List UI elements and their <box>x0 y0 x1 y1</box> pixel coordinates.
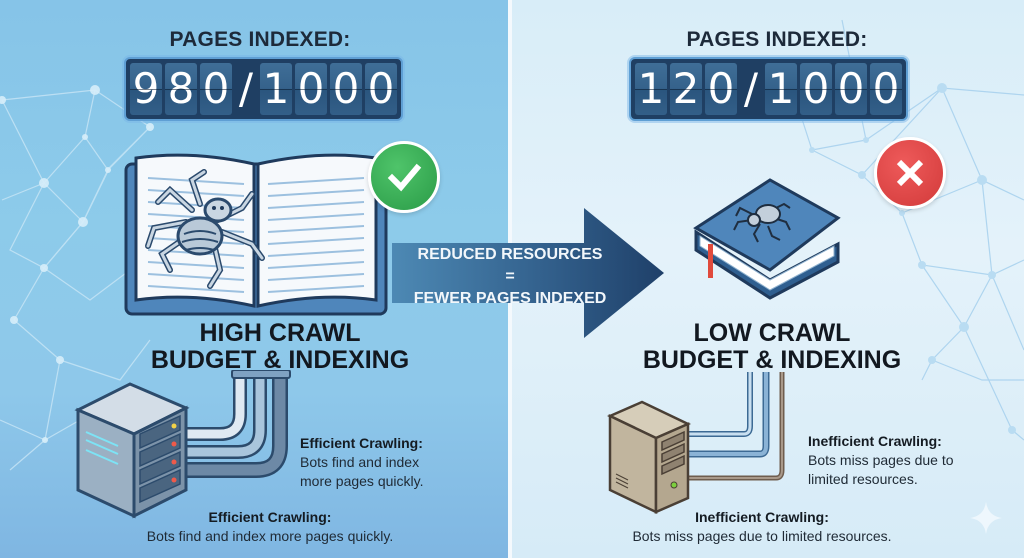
counter-digit: 0 <box>800 63 832 115</box>
rack-server-icon <box>74 370 291 519</box>
arrow-label: REDUCED RESOURCES = FEWER PAGES INDEXED <box>413 246 607 307</box>
open-book-spider-icon <box>124 153 388 316</box>
counter-digit: 0 <box>295 63 327 115</box>
counter-separator: / <box>238 64 254 113</box>
counter-digit: 0 <box>835 63 867 115</box>
side-caption-right: Inefficient Crawling: Bots miss pages du… <box>808 433 954 487</box>
success-badge <box>368 141 440 213</box>
cross-icon <box>896 159 924 187</box>
counter-digit: 8 <box>165 63 197 115</box>
counter-digit: 9 <box>130 63 162 115</box>
bottom-caption-right: Inefficient Crawling: Bots miss pages du… <box>632 509 892 544</box>
high-crawl-title: HIGH CRAWL BUDGET & INDEXING <box>150 319 410 374</box>
side-caption-left: Efficient Crawling: Bots find and index … <box>300 435 424 489</box>
counter-digit: 0 <box>365 63 397 115</box>
counter-digit: 0 <box>705 63 737 115</box>
network-background-left <box>0 85 154 471</box>
counter-digit: 2 <box>670 63 702 115</box>
pages-indexed-counter-right: 1 2 0 / 1 0 0 0 <box>629 57 908 121</box>
failure-badge <box>874 137 946 209</box>
pages-indexed-label-right: PAGES INDEXED: <box>686 28 868 51</box>
sparkle-icon <box>970 502 1002 534</box>
counter-digit: 0 <box>870 63 902 115</box>
reduced-resources-arrow: REDUCED RESOURCES = FEWER PAGES INDEXED <box>392 208 664 338</box>
arrow-right-icon <box>392 208 664 338</box>
counter-separator: / <box>743 64 759 113</box>
counter-digit: 1 <box>765 63 797 115</box>
bottom-caption-left: Efficient Crawling: Bots find and index … <box>146 509 394 544</box>
low-crawl-title: LOW CRAWL BUDGET & INDEXING <box>642 319 902 374</box>
checkmark-icon <box>387 163 422 192</box>
counter-digit: 0 <box>200 63 232 115</box>
pages-indexed-label-left: PAGES INDEXED: <box>169 28 351 51</box>
counter-digit: 1 <box>635 63 667 115</box>
counter-digit: 1 <box>260 63 292 115</box>
tower-server-icon <box>606 372 785 514</box>
closed-book-spider-icon <box>693 178 841 300</box>
counter-digit: 0 <box>330 63 362 115</box>
pages-indexed-counter-left: 9 8 0 / 1 0 0 0 <box>124 57 403 121</box>
network-background-right <box>791 19 1024 441</box>
